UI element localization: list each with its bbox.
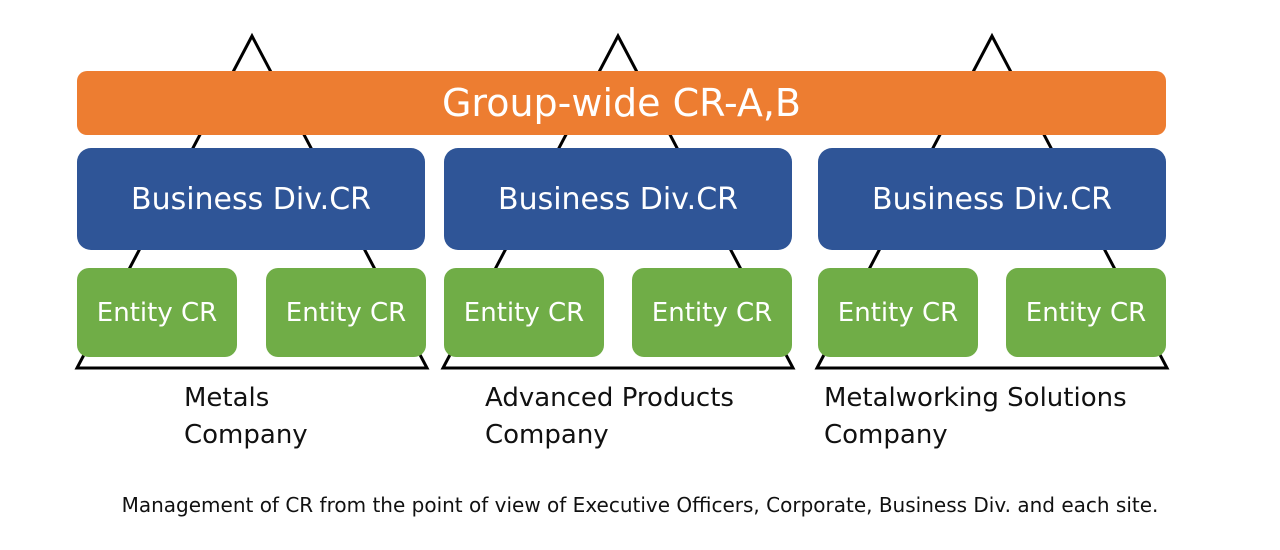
- entity-cr-metals-1: Entity CR: [77, 268, 237, 357]
- entity-cr-metals-2: Entity CR: [266, 268, 426, 357]
- diagram-caption: Management of CR from the point of view …: [121, 493, 1159, 517]
- company-name-line: Metals: [184, 383, 270, 413]
- company-name-advanced-products: Advanced Products Company: [485, 380, 734, 454]
- entity-cr-metalworking-solutions-2: Entity CR: [1006, 268, 1166, 357]
- company-name-metals: Metals Company: [184, 380, 308, 454]
- business-div-cr-metalworking-solutions: Business Div.CR: [818, 148, 1166, 250]
- company-name-line: Advanced Products: [485, 383, 734, 413]
- company-name-line: Company: [824, 420, 948, 450]
- group-wide-cr-bar: Group-wide CR-A,B: [77, 71, 1166, 135]
- company-name-line: Company: [184, 420, 308, 450]
- company-name-metalworking-solutions: Metalworking Solutions Company: [824, 380, 1127, 454]
- entity-cr-advanced-products-1: Entity CR: [444, 268, 604, 357]
- business-div-cr-advanced-products: Business Div.CR: [444, 148, 792, 250]
- business-div-cr-metals: Business Div.CR: [77, 148, 425, 250]
- entity-cr-metalworking-solutions-1: Entity CR: [818, 268, 978, 357]
- company-name-line: Metalworking Solutions: [824, 383, 1127, 413]
- company-name-line: Company: [485, 420, 609, 450]
- entity-cr-advanced-products-2: Entity CR: [632, 268, 792, 357]
